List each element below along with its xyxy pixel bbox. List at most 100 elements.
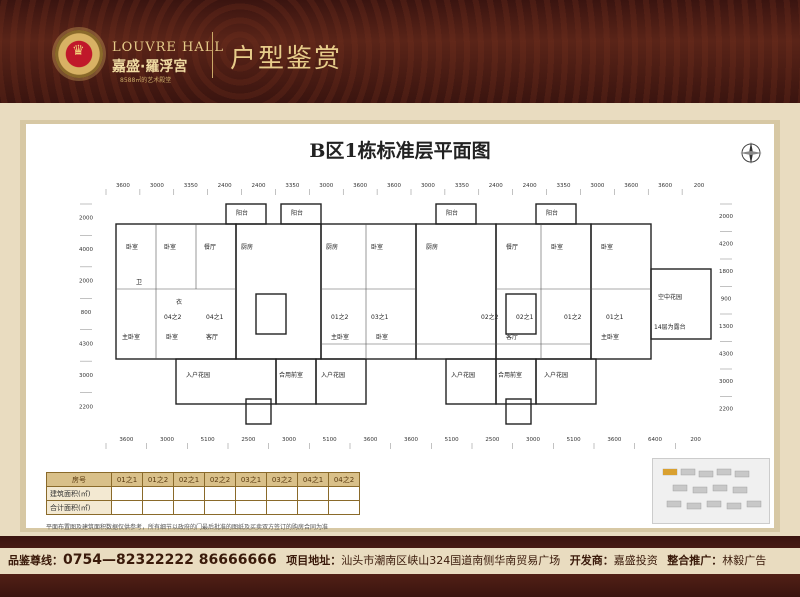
brand-name-english: LOUVRE HALL	[112, 40, 225, 55]
address-label: 项目地址：	[286, 554, 342, 567]
room-label: 入户花园	[451, 371, 475, 379]
unit-label: 02之2	[481, 313, 499, 321]
table-row-label: 建筑面积(㎡)	[46, 486, 112, 501]
dimension-label: 3600	[363, 437, 377, 443]
dimension-label: 3000	[590, 183, 604, 189]
address-text: 汕头市潮南区峡山324国道南侧华南贸易广场	[341, 554, 561, 567]
room-label: 卧室	[371, 243, 383, 251]
table-header-unit: 03之2	[266, 472, 298, 487]
dimension-label: 1800	[719, 269, 733, 275]
room-label: 厨房	[426, 243, 438, 251]
table-cell	[328, 500, 360, 515]
room-label: 卧室	[126, 243, 138, 251]
room-label: 客厅	[506, 333, 518, 341]
unit-label: 01之2	[331, 313, 349, 321]
room-labels: 阳台 阳台 阳台 阳台 卧室 卧室 餐厅 厨房 厨房 卧室 厨房 餐厅 卧室 卧…	[122, 209, 686, 379]
compass-icon	[740, 142, 762, 164]
room-label: 入户花园	[321, 371, 345, 379]
table-header-label: 房号	[46, 472, 112, 487]
table-cell	[173, 486, 205, 501]
dimension-label: 3350	[285, 183, 299, 189]
disclaimer-text: 平面布置图及建筑面积数据仅供参考，所有细节以政府的门最后批准的图纸及买卖双方签订…	[46, 524, 329, 531]
dimension-label: 2400	[489, 183, 503, 189]
dimension-label: 200	[694, 183, 705, 189]
table-cell	[235, 500, 267, 515]
room-label: 阳台	[446, 209, 458, 217]
dimension-label: 3350	[184, 183, 198, 189]
table-header-unit: 01之2	[142, 472, 174, 487]
table-row-label: 合计面积(㎡)	[46, 500, 112, 515]
unit-label: 01之2	[564, 313, 582, 321]
dimension-label: 3000	[79, 373, 93, 379]
phone-number[interactable]: 0754—82322222 86666666	[63, 552, 277, 568]
dimension-label: 3600	[387, 183, 401, 189]
dimension-label: 3000	[160, 437, 174, 443]
room-label: 卫	[136, 279, 142, 286]
dimension-label: 3350	[455, 183, 469, 189]
table-cell	[142, 486, 174, 501]
room-label: 14层为露台	[654, 323, 686, 331]
dimension-label: 3600	[404, 437, 418, 443]
room-label: 卧室	[164, 243, 176, 251]
brand-name-chinese: 嘉盛·羅浮宮	[112, 59, 188, 75]
promo-label: 整合推广：	[667, 554, 723, 567]
floor-plan-drawing: 3600 3000 3350 2400 2400 3350 3000 3600 3600 3000…	[79, 183, 733, 449]
unit-label: 04之1	[206, 313, 224, 321]
room-label: 阳台	[236, 209, 248, 217]
crown-logo-icon: ♛	[55, 30, 103, 78]
table-header-unit: 03之1	[235, 472, 267, 487]
dimension-label: 3600	[658, 183, 672, 189]
dimension-label: 3000	[526, 437, 540, 443]
header-banner: ♛ LOUVRE HALL 嘉盛·羅浮宮 8588㎡的艺术殿堂 户型鉴赏	[0, 0, 800, 103]
room-label: 餐厅	[204, 243, 216, 251]
dimension-label: 200	[690, 437, 701, 443]
unit-label: 04之2	[164, 313, 182, 321]
dimension-label: 5100	[323, 437, 337, 443]
dimension-label: 2000	[719, 214, 733, 220]
dimension-label: 3000	[150, 183, 164, 189]
unit-label: 01之1	[606, 313, 624, 321]
dimension-label: 900	[721, 296, 732, 302]
dimension-label: 3000	[719, 379, 733, 385]
room-label: 卧室	[376, 333, 388, 341]
footer-info: 品鉴尊线：0754—82322222 86666666 项目地址：汕头市潮南区峡…	[8, 552, 772, 568]
interior-walls	[116, 224, 651, 359]
room-label: 入户花园	[544, 371, 568, 379]
dimension-label: 3600	[119, 437, 133, 443]
room-label: 阳台	[291, 209, 303, 217]
room-label: 厨房	[241, 243, 253, 251]
table-cell	[111, 486, 143, 501]
table-header-unit: 02之2	[204, 472, 236, 487]
table-cell	[297, 486, 329, 501]
dimension-label: 3600	[353, 183, 367, 189]
dimension-label: 2500	[485, 437, 499, 443]
dimension-label: 6400	[648, 437, 662, 443]
dimension-label: 2400	[523, 183, 537, 189]
table-header-unit: 04之1	[297, 472, 329, 487]
dimension-label: 2400	[218, 183, 232, 189]
room-label: 客厅	[206, 333, 218, 341]
table-cell	[204, 500, 236, 515]
site-plan-thumbnail	[652, 458, 770, 524]
dimension-label: 2000	[79, 279, 93, 285]
dimension-label: 1300	[719, 324, 733, 330]
room-label: 主卧室	[601, 333, 619, 341]
room-label: 空中花园	[658, 293, 682, 301]
section-title: 户型鉴赏	[230, 44, 343, 74]
building-walls	[115, 203, 712, 425]
dimension-label: 5100	[567, 437, 581, 443]
table-cell	[235, 486, 267, 501]
room-label: 阳台	[546, 209, 558, 217]
dimension-label: 3000	[319, 183, 333, 189]
table-cell	[204, 486, 236, 501]
dimension-label: 2400	[252, 183, 266, 189]
table-header-unit: 04之2	[328, 472, 360, 487]
room-label: 餐厅	[506, 243, 518, 251]
room-label: 卧室	[551, 243, 563, 251]
dimension-label: 3600	[607, 437, 621, 443]
